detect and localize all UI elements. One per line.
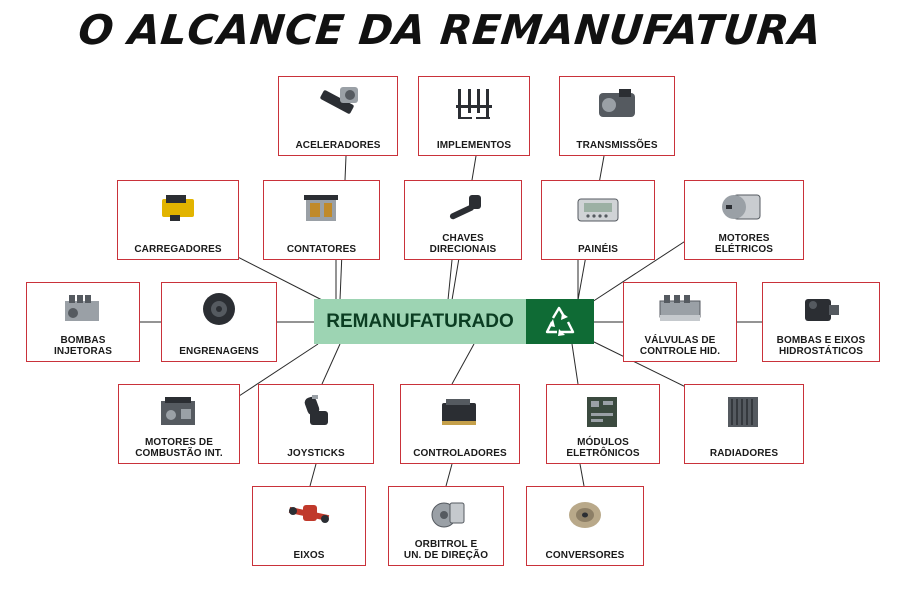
card-valvulas: VÁLVULAS DE CONTROLE HID. [623, 282, 737, 362]
connector-conversores [579, 463, 585, 487]
remanufaturado-hub: REMANUFATURADO [314, 299, 594, 344]
card-chaves-direcionais: CHAVES DIRECIONAIS [404, 180, 522, 260]
card-paineis: PAINÉIS [541, 180, 655, 260]
card-engrenagens: ENGRENAGENS [161, 282, 277, 362]
card-aceleradores: ACELERADORES [278, 76, 398, 156]
transmission-icon [560, 83, 674, 125]
card-label: BOMBAS INJETORAS [54, 335, 112, 357]
connector-eixos [309, 463, 317, 487]
card-label: MÓDULOS ELETRÔNICOS [566, 437, 640, 459]
card-label: JOYSTICKS [287, 447, 345, 459]
engine-icon [119, 391, 239, 433]
card-label: CONTROLADORES [413, 447, 507, 459]
card-label: ORBITROL E UN. DE DIREÇÃO [403, 539, 489, 561]
card-joysticks: JOYSTICKS [258, 384, 374, 464]
hydraulic-valve-icon [624, 289, 736, 331]
card-label: BOMBAS E EIXOS HIDROSTÁTICOS [776, 335, 866, 357]
card-implementos: IMPLEMENTOS [418, 76, 530, 156]
connector-motores-eletricos [591, 237, 691, 303]
card-bombas-eixos: BOMBAS E EIXOS HIDROSTÁTICOS [762, 282, 880, 362]
card-label: VÁLVULAS DE CONTROLE HID. [639, 335, 721, 357]
card-label: ENGRENAGENS [179, 345, 259, 357]
hub-label: REMANUFATURADO [314, 299, 526, 344]
contactor-icon [264, 187, 379, 229]
display-panel-icon [542, 187, 654, 229]
steering-unit-icon [389, 493, 503, 535]
charger-icon [118, 187, 238, 229]
card-orbitrol: ORBITROL E UN. DE DIREÇÃO [388, 486, 504, 566]
card-transmissoes: TRANSMISSÕES [559, 76, 675, 156]
directional-switch-icon [405, 187, 521, 229]
card-eixos: EIXOS [252, 486, 366, 566]
card-conversores: CONVERSORES [526, 486, 644, 566]
card-contatores: CONTATORES [263, 180, 380, 260]
card-bombas-injetoras: BOMBAS INJETORAS [26, 282, 140, 362]
injection-pump-icon [27, 289, 139, 331]
connector-joysticks [321, 343, 341, 385]
card-label: MOTORES DE COMBUSTÃO INT. [135, 437, 223, 459]
recycle-icon [526, 299, 594, 344]
card-carregadores: CARREGADORES [117, 180, 239, 260]
card-label: MOTORES ELÉTRICOS [714, 233, 774, 255]
card-label: ACELERADORES [295, 139, 381, 151]
accelerator-pedal-icon [279, 83, 397, 125]
radiator-icon [685, 391, 803, 433]
connector-radiadores [589, 339, 701, 395]
card-label: CONVERSORES [545, 549, 625, 561]
electric-motor-icon [685, 187, 803, 229]
connector-orbitrol [445, 463, 453, 487]
card-label: TRANSMISSÕES [576, 139, 658, 151]
card-label: PAINÉIS [578, 243, 618, 255]
connector-chaves-direcionais [447, 259, 453, 301]
card-radiadores: RADIADORES [684, 384, 804, 464]
card-label: CHAVES DIRECIONAIS [429, 233, 497, 255]
axle-icon [253, 493, 365, 535]
hydrostatic-pump-icon [763, 289, 879, 331]
card-motores-combustao: MOTORES DE COMBUSTÃO INT. [118, 384, 240, 464]
card-label: CARREGADORES [134, 243, 222, 255]
connector-modulos [571, 343, 579, 385]
connector-controladores [451, 343, 475, 385]
joystick-icon [259, 391, 373, 433]
card-modulos: MÓDULOS ELETRÔNICOS [546, 384, 660, 464]
card-label: RADIADORES [709, 447, 779, 459]
card-label: CONTATORES [286, 243, 357, 255]
card-label: EIXOS [293, 549, 325, 561]
gear-icon [162, 289, 276, 331]
connector-carregadores [223, 249, 323, 301]
connector-motores-combustao [235, 343, 319, 399]
circuit-board-icon [547, 391, 659, 433]
card-label: IMPLEMENTOS [436, 139, 512, 151]
card-motores-eletricos: MOTORES ELÉTRICOS [684, 180, 804, 260]
forklift-fork-icon [419, 83, 529, 125]
controller-box-icon [401, 391, 519, 433]
card-controladores: CONTROLADORES [400, 384, 520, 464]
torque-converter-icon [527, 493, 643, 535]
